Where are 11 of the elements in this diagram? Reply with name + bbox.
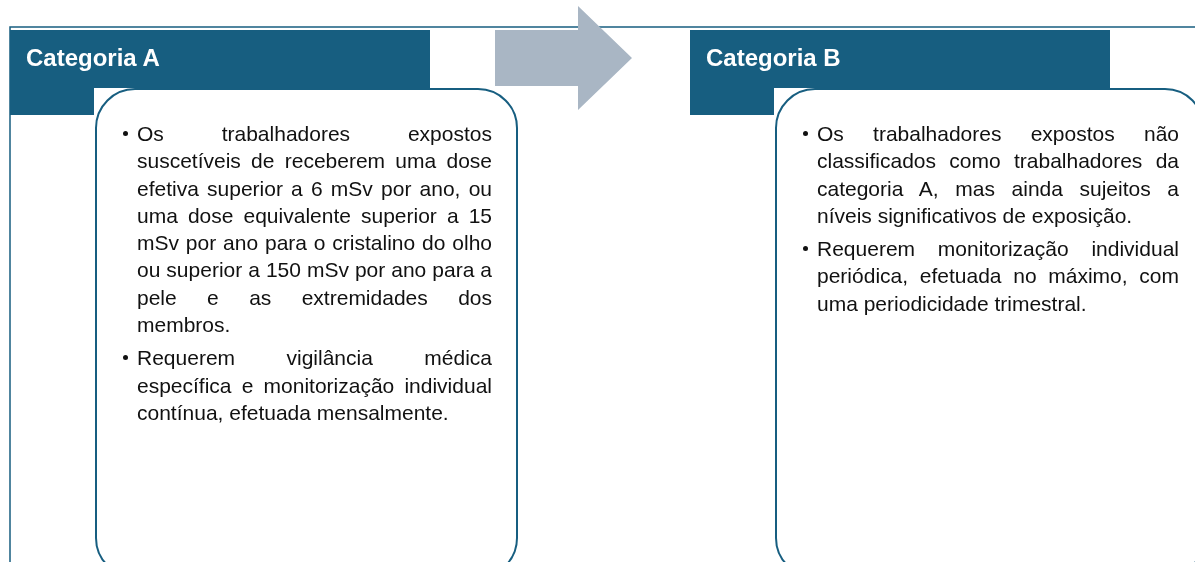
bullet-text: Requerem vigilância médica específica e monitorização individual contínua, efetuada mensalmente. bbox=[137, 344, 492, 427]
heading-text: Categoria A bbox=[26, 44, 160, 71]
heading-text: Categoria B bbox=[706, 44, 841, 71]
block-arrow bbox=[495, 6, 632, 110]
bullet-text: Os trabalhadores expostos não classificados como trabalhadores da categoria A, mas ainda sujeitos a níveis significativos de exposição. bbox=[817, 120, 1179, 230]
bullet-text: Os trabalhadores expostos suscetíveis de receberem uma dose efetiva superior a 6 mSv por ano, ou uma dose equivalente superior a 15 mSv por ano para o cristalino do olho ou superior a 150 mSv por ano para a pele e as extremidades dos membros. bbox=[137, 120, 492, 339]
bullet-text: Requerem monitorização individual periódica, efetuada no máximo, com uma periodicidade trimestral. bbox=[817, 235, 1179, 318]
header-box bbox=[10, 30, 430, 88]
content-box bbox=[775, 88, 1195, 562]
content-box bbox=[95, 88, 518, 562]
header-box bbox=[690, 30, 1110, 88]
